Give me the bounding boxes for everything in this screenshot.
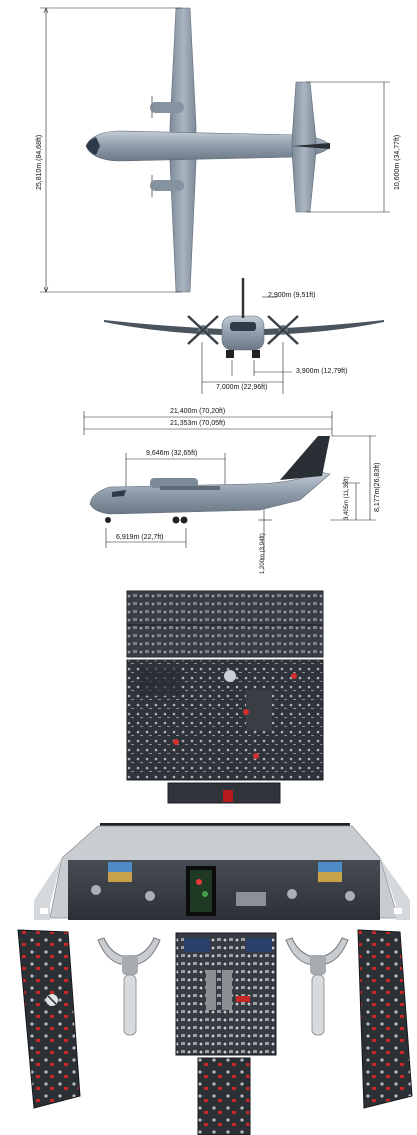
- height-overall-label: 8,177m(26,83ft): [374, 462, 381, 512]
- right-control-yoke: [285, 937, 349, 1036]
- front-view-dimensions: [201, 296, 292, 394]
- overhead-panel: [126, 590, 324, 804]
- prop-offset-label: 2,900m (9,51ft): [268, 292, 316, 299]
- wingspan-dimension: [40, 7, 182, 293]
- left-control-yoke: [97, 937, 161, 1036]
- aircraft-top-view: [85, 7, 331, 293]
- aircraft-front-view: [104, 278, 384, 358]
- center-pedestal: [175, 932, 277, 1135]
- tailspan-label: 10,600m (34,77ft): [394, 134, 401, 190]
- track-label: 7,000m (22,96ft): [216, 384, 268, 391]
- aircraft-side-view: [89, 436, 331, 524]
- glareshield-panel: [34, 823, 410, 920]
- side-view-dimensions: [83, 411, 376, 560]
- tailspan-dimension: [306, 81, 390, 213]
- height-fuselage-label: 3,405m (11,35ft): [344, 476, 350, 520]
- cabin-length-label: 9,646m (32,65ft): [146, 450, 198, 457]
- length-fuselage-label: 21,353m (70,05ft): [170, 420, 226, 427]
- wingspan-label: 25,810m (84,68ft): [36, 134, 43, 190]
- wheelbase-label: 6,919m (22,7ft): [116, 534, 164, 541]
- right-side-console: [357, 929, 413, 1109]
- gear-width-label: 3,900m (12,79ft): [296, 368, 348, 375]
- length-overall-label: 21,400m (70,20ft): [170, 408, 226, 415]
- ground-clearance-label: 1,200m (3,94ft): [260, 533, 266, 574]
- left-side-console: [17, 929, 81, 1109]
